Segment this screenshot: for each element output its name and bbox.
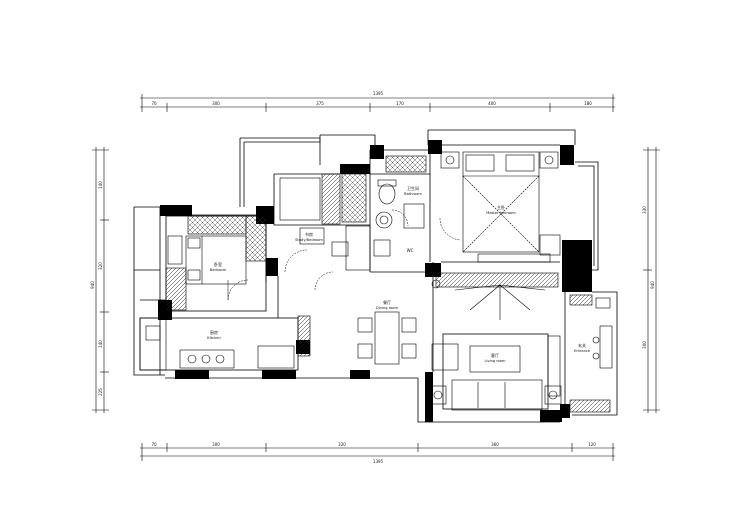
label-kitchen: Kitchen	[207, 336, 221, 340]
bottom-dimension-chain	[140, 443, 615, 461]
label-living: Living room	[484, 359, 506, 363]
top-dim-6: 180	[584, 101, 592, 106]
structural-walls	[158, 140, 592, 422]
bottom-dim-4: 360	[491, 442, 499, 447]
top-total-dim: 1395	[373, 91, 384, 96]
built-in-cabinets	[165, 173, 611, 413]
label-bedroom-left-tag: 卧室	[214, 261, 222, 267]
label-master-bedroom: Master bedroom	[486, 211, 516, 215]
bottom-dim-1: 70	[151, 442, 157, 447]
room-labels: 卧室 Bedroom 书房 Study/Bedroom 卫生间 Bathroom…	[207, 185, 591, 363]
top-dimension-chain	[140, 94, 615, 112]
label-entrance-tag: 玄关	[578, 342, 586, 348]
top-dim-2: 300	[212, 101, 220, 106]
left-dim-4: 225	[98, 388, 103, 396]
top-dim-5: 400	[488, 101, 496, 106]
label-bedroom-left: Bedroom	[210, 268, 227, 272]
right-dimension-chain	[643, 147, 660, 413]
left-dim-3: 140	[98, 340, 103, 348]
left-dimension-chain	[92, 147, 109, 413]
top-dim-1: 70	[151, 101, 157, 106]
right-dim-2: 300	[642, 341, 647, 349]
bottom-dim-2: 300	[212, 442, 220, 447]
doors	[227, 209, 461, 301]
right-total-dim: 940	[650, 281, 655, 289]
bottom-total-dim: 1395	[373, 459, 384, 464]
left-total-dim: 940	[90, 281, 95, 289]
bottom-dim-3: 320	[338, 442, 346, 447]
label-entrance: Entrance	[574, 349, 591, 353]
furniture	[139, 151, 613, 411]
left-dim-2: 320	[98, 262, 103, 270]
bottom-dim-5: 120	[588, 442, 596, 447]
label-dining: Dining room	[376, 306, 399, 310]
left-dim-1: 140	[98, 181, 103, 189]
label-master-tag: 主卧	[497, 204, 505, 210]
label-wc-tag: WC	[407, 248, 414, 253]
label-kitchen-tag: 厨房	[210, 329, 218, 335]
label-study: Study/Bedroom	[295, 238, 323, 242]
label-dining-tag: 餐厅	[383, 299, 391, 305]
label-living-tag: 客厅	[491, 352, 499, 358]
label-bathroom-tag: 卫生间	[407, 185, 419, 191]
label-bathroom: Bathroom	[404, 192, 422, 196]
label-study-tag: 书房	[305, 231, 313, 237]
top-dim-3: 375	[316, 101, 324, 106]
right-dim-1: 330	[642, 206, 647, 214]
top-dim-4: 170	[396, 101, 404, 106]
